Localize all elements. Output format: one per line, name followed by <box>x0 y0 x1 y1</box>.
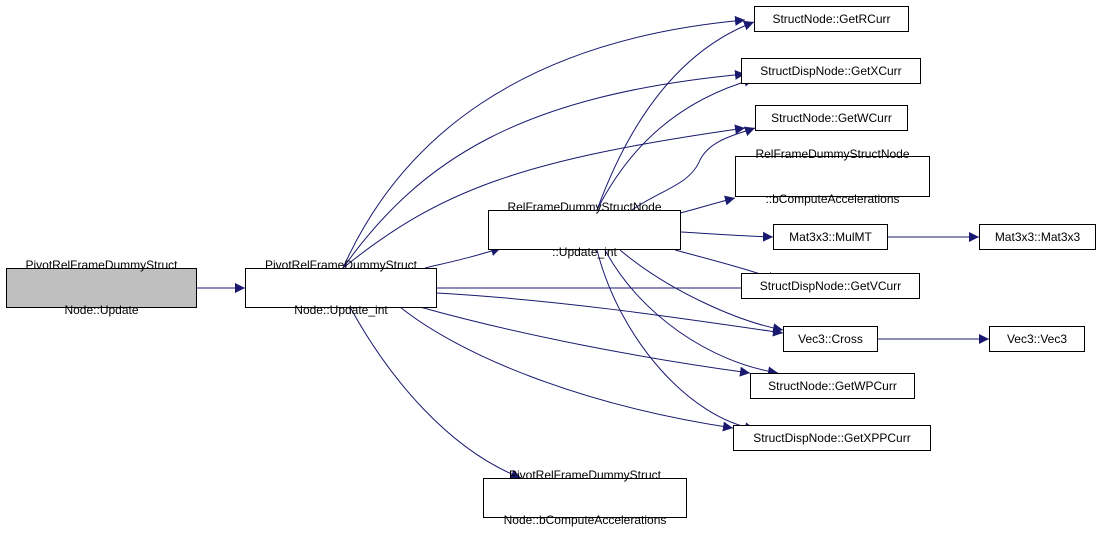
edge-pivot-to-get-rcurr <box>342 15 746 269</box>
node-pivot-update-int[interactable]: PivotRelFrameDummyStruct Node::Update_in… <box>245 258 437 317</box>
edge-rel-to-get-xcurr <box>596 76 755 211</box>
node-rel-update-int-line2: ::Update_int <box>552 245 617 259</box>
edge-pivot-to-rel-update-int <box>424 246 502 269</box>
edge-rel-to-get-wcurr <box>631 126 756 211</box>
edge-rel-to-get-wpcurr <box>604 249 779 377</box>
node-rel-bcompute-line1: RelFrameDummyStructNode <box>755 146 910 161</box>
call-graph <box>197 15 989 479</box>
node-pivot-bcompute-line1: PivotRelFrameDummyStruct <box>508 468 661 482</box>
node-get-wcurr[interactable]: StructNode::GetWCurr <box>755 105 908 131</box>
node-mulmt[interactable]: Mat3x3::MulMT <box>773 224 888 250</box>
node-rel-bcompute[interactable]: RelFrameDummyStructNode ::bComputeAccele… <box>735 147 930 206</box>
edge-rel-to-get-rcurr <box>596 20 755 211</box>
node-pivot-update-line1: PivotRelFrameDummyStruct <box>25 258 178 272</box>
edge-pivot-to-get-wpcurr <box>419 306 751 377</box>
node-get-rcurr-label: StructNode::GetRCurr <box>772 11 891 26</box>
edge-pivot-to-pivot-bcompute <box>349 306 522 479</box>
node-get-vcurr-label: StructDispNode::GetVCurr <box>759 278 902 293</box>
node-get-wpcurr[interactable]: StructNode::GetWPCurr <box>750 373 915 399</box>
node-mat3x3[interactable]: Mat3x3::Mat3x3 <box>979 224 1096 250</box>
node-rel-update-int-line1: RelFrameDummyStructNode <box>507 200 662 214</box>
edge-pivot-to-get-xcurr <box>342 69 746 269</box>
node-get-wpcurr-label: StructNode::GetWPCurr <box>768 378 897 393</box>
node-get-rcurr[interactable]: StructNode::GetRCurr <box>754 6 909 32</box>
node-get-xppcurr[interactable]: StructDispNode::GetXPPCurr <box>733 425 931 451</box>
node-get-vcurr[interactable]: StructDispNode::GetVCurr <box>741 273 920 299</box>
edge-pivot-to-get-wcurr <box>342 124 746 269</box>
edge-pivot-to-get-xppcurr <box>399 306 734 432</box>
node-get-xppcurr-label: StructDispNode::GetXPPCurr <box>753 430 911 445</box>
node-vec3-vec3-label: Vec3::Vec3 <box>1006 331 1068 346</box>
node-get-xcurr-label: StructDispNode::GetXCurr <box>760 63 902 78</box>
node-vec3-cross-label: Vec3::Cross <box>798 331 863 346</box>
node-rel-bcompute-line2: ::bComputeAccelerations <box>765 191 900 206</box>
node-rel-update-int[interactable]: RelFrameDummyStructNode ::Update_int <box>488 200 681 259</box>
edge-rel-to-get-xppcurr <box>596 249 756 433</box>
node-vec3-vec3[interactable]: Vec3::Vec3 <box>989 326 1085 352</box>
node-mulmt-label: Mat3x3::MulMT <box>789 229 872 244</box>
node-pivot-bcompute[interactable]: PivotRelFrameDummyStruct Node::bComputeA… <box>483 468 687 527</box>
node-pivot-update-line2: Node::Update <box>64 303 139 317</box>
node-mat3x3-label: Mat3x3::Mat3x3 <box>994 229 1081 244</box>
node-get-xcurr[interactable]: StructDispNode::GetXCurr <box>741 58 921 84</box>
node-pivot-update-int-line2: Node::Update_int <box>294 303 388 317</box>
edge-rel-to-rel-bcompute <box>679 195 736 214</box>
node-pivot-bcompute-line2: Node::bComputeAccelerations <box>503 513 667 527</box>
node-pivot-update-int-line1: PivotRelFrameDummyStruct <box>264 258 418 272</box>
edge-rel-to-vec3-cross <box>619 249 784 334</box>
edge-pivot-to-vec3-cross <box>436 292 784 337</box>
node-get-wcurr-label: StructNode::GetWCurr <box>771 110 892 125</box>
edge-rel-to-mulmt <box>680 231 774 242</box>
node-pivot-update: PivotRelFrameDummyStruct Node::Update <box>6 258 197 317</box>
node-vec3-cross[interactable]: Vec3::Cross <box>783 326 878 352</box>
